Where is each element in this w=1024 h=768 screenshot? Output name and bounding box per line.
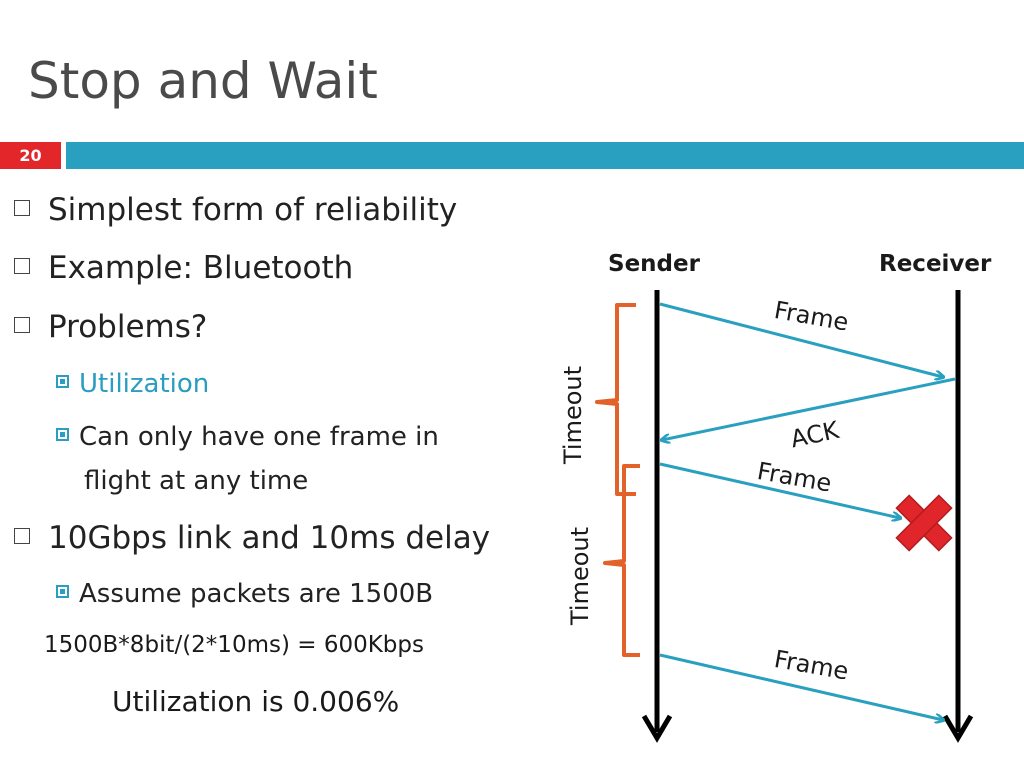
utilization-text: Utilization is 0.006% bbox=[112, 685, 400, 718]
bullet-text: Simplest form of reliability bbox=[48, 192, 458, 228]
bullet-item: Example: Bluetooth bbox=[14, 250, 353, 286]
bullet-text: Example: Bluetooth bbox=[48, 250, 354, 286]
bullet-item: 10Gbps link and 10ms delay bbox=[14, 520, 490, 556]
bullet-text: 10Gbps link and 10ms delay bbox=[48, 520, 491, 556]
sub-bullet-continuation: flight at any time bbox=[84, 466, 309, 496]
page-title: Stop and Wait bbox=[28, 52, 378, 110]
formula-text: 1500B*8bit/(2*10ms) = 600Kbps bbox=[44, 632, 424, 658]
sub-bullet-icon bbox=[56, 585, 69, 598]
timeout-brace-1 bbox=[595, 303, 636, 496]
square-bullet-icon bbox=[14, 199, 30, 216]
receiver-label: Receiver bbox=[879, 251, 992, 277]
sub-bullet-icon bbox=[56, 375, 69, 388]
sub-bullet-item: Utilization bbox=[56, 369, 209, 399]
slide-number: 20 bbox=[0, 142, 61, 169]
sub-bullet-item: Can only have one frame in bbox=[56, 422, 439, 452]
ack-arrow bbox=[662, 377, 956, 440]
frame-arrow-1 bbox=[659, 302, 943, 377]
frame-arrow-2 bbox=[659, 462, 900, 518]
sub-bullet-icon bbox=[56, 428, 69, 441]
bullet-item: Problems? bbox=[14, 309, 207, 345]
sender-label: Sender bbox=[608, 251, 700, 277]
timeout-label-1: Timeout bbox=[559, 365, 587, 464]
bullet-text: Problems? bbox=[48, 309, 208, 345]
sub-bullet-item: Assume packets are 1500B bbox=[56, 579, 433, 609]
sub-bullet-text: Can only have one frame in bbox=[79, 422, 439, 452]
square-bullet-icon bbox=[14, 257, 30, 274]
bullet-item: Simplest form of reliability bbox=[14, 192, 457, 228]
timeout-brace-2 bbox=[603, 464, 640, 657]
square-bullet-icon bbox=[14, 527, 30, 544]
sub-bullet-text: Assume packets are 1500B bbox=[79, 579, 434, 609]
header-bar bbox=[66, 142, 1024, 169]
square-bullet-icon bbox=[14, 316, 30, 333]
sender-timeline bbox=[641, 290, 673, 743]
lost-frame-x-icon bbox=[895, 494, 953, 552]
frame-arrow-3 bbox=[659, 653, 943, 720]
timeout-label-2: Timeout bbox=[566, 526, 594, 625]
sub-bullet-text: Utilization bbox=[79, 369, 210, 399]
receiver-timeline bbox=[942, 290, 974, 743]
